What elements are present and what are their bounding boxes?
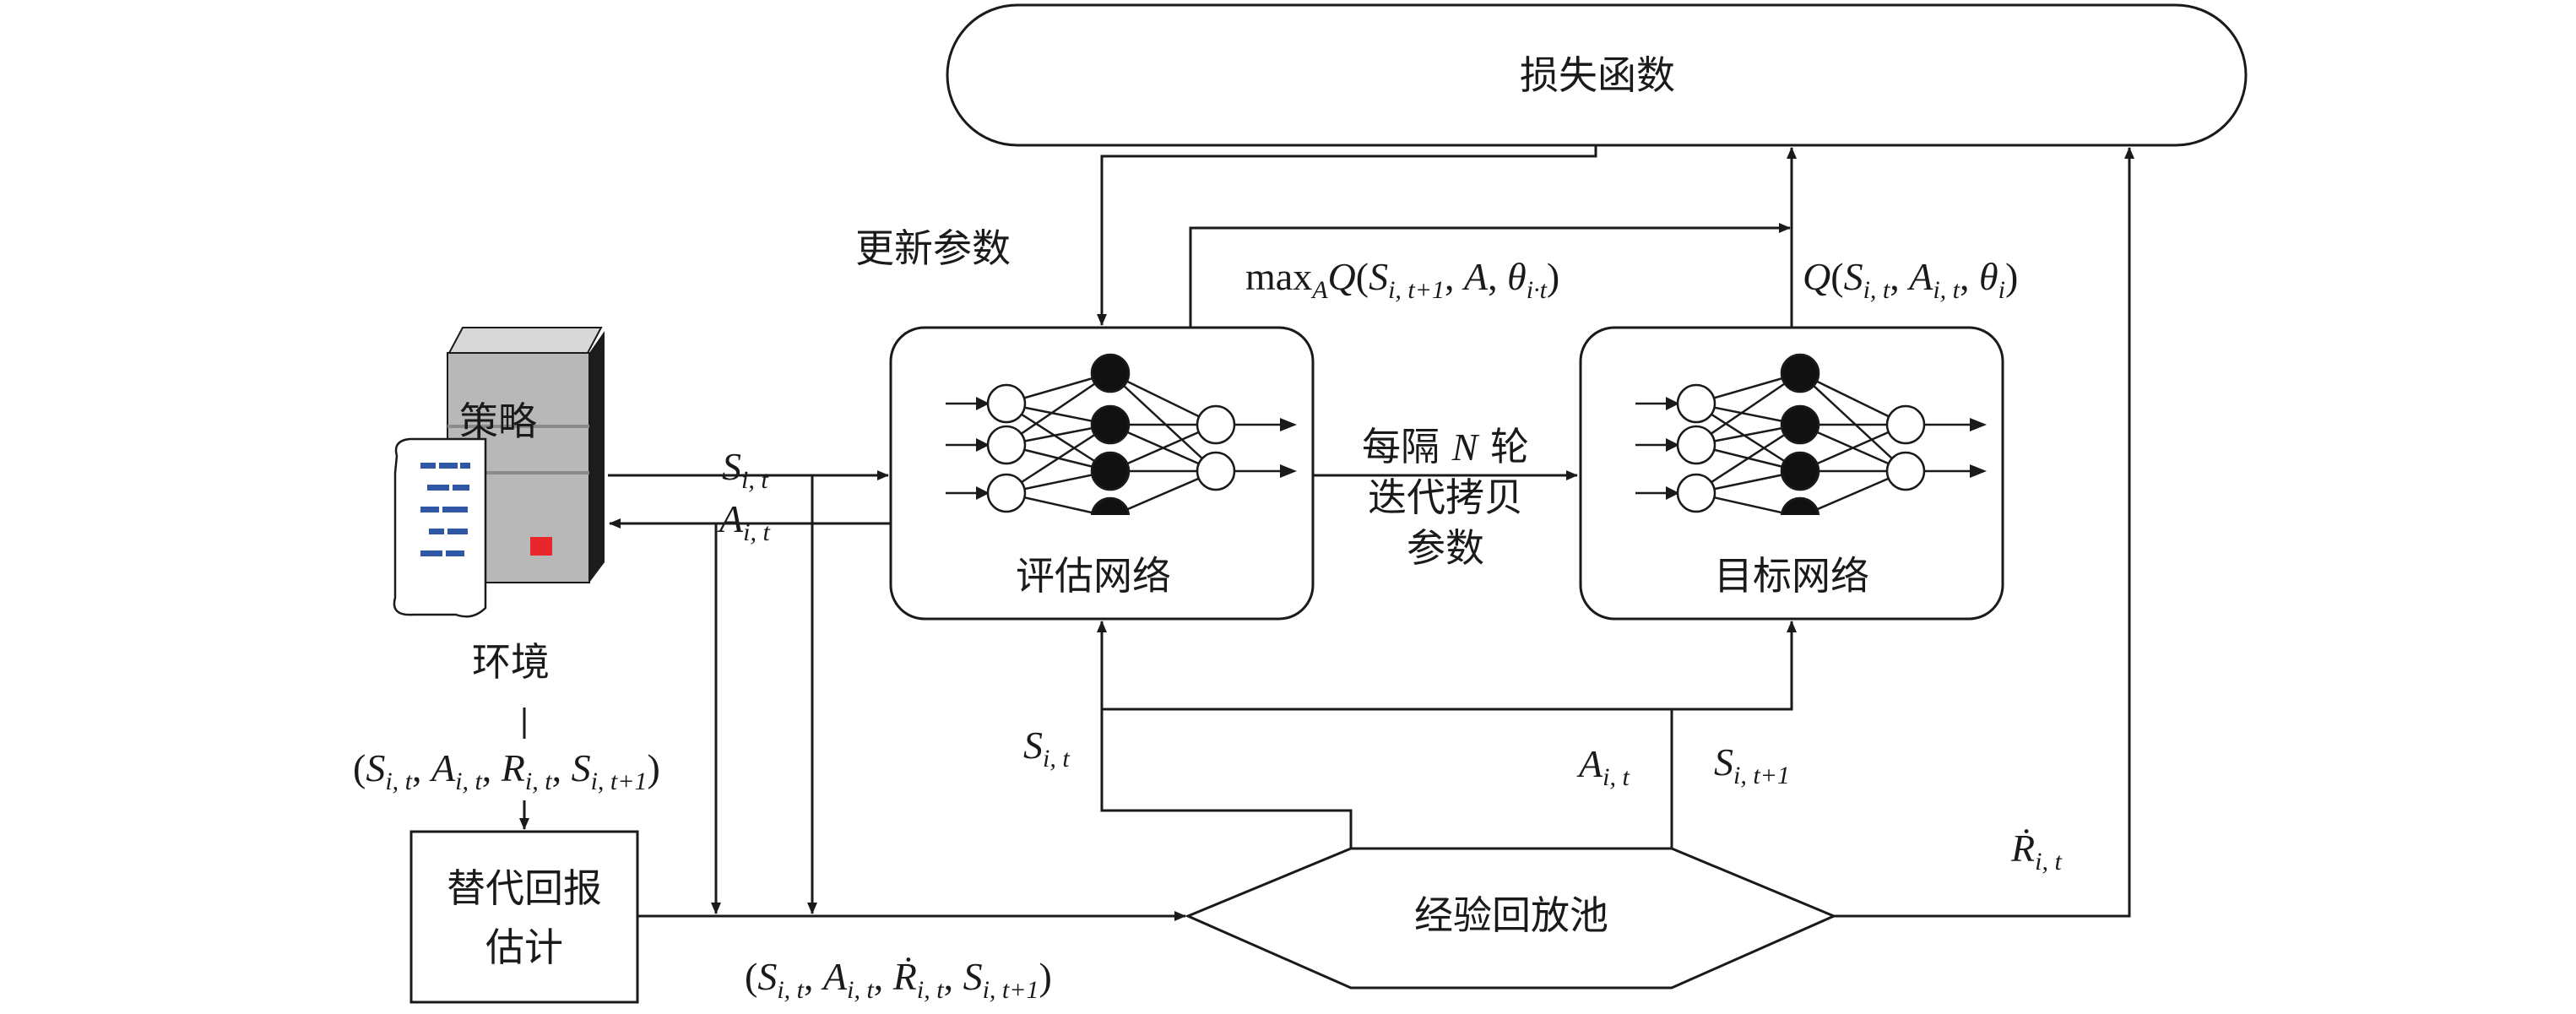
copy-params-line3: 参数 <box>1407 525 1484 571</box>
server-document-icon <box>393 327 605 618</box>
action-label-top: Ai, t <box>717 497 770 546</box>
pool-to-target-arrow <box>1102 621 1797 711</box>
reward-label: Ṙi, t <box>2010 827 2062 876</box>
update-params-label: 更新参数 <box>855 225 1011 271</box>
copy-params-line1: 每隔 N 轮 <box>1362 424 1529 469</box>
update-params-arrow <box>1097 145 1597 326</box>
environment-label: 环境 <box>472 639 550 685</box>
pool-to-eval-arrow <box>1097 621 1353 849</box>
replay-pool-label: 经验回放池 <box>1414 892 1608 938</box>
copy-params-line2: 迭代拷贝 <box>1368 474 1523 520</box>
pool-tuple-label: (Si, t, Ai, t, Ṙi, t, Si, t+1) <box>745 955 1052 1004</box>
target-network-label: 目标网络 <box>1714 553 1869 599</box>
surrogate-return-line2: 估计 <box>485 925 563 970</box>
q-value-label: Q(Si, t, Ai, t, θi) <box>1803 255 2018 304</box>
surrogate-return-line1: 替代回报 <box>447 865 602 911</box>
loss-function-label: 损失函数 <box>1520 52 1675 98</box>
surrogate-return-box <box>409 830 639 1004</box>
state-label-top: Si, t <box>722 445 768 494</box>
env-tuple-label: (Si, t, Ai, t, Ri, t, Si, t+1) <box>353 746 660 795</box>
max-q-label: maxAQ(Si, t+1, A, θi·t) <box>1245 255 1559 304</box>
eval-network-label: 评估网络 <box>1016 553 1171 599</box>
reward-to-loss-arrow <box>1834 147 2134 918</box>
state-label-mid: Si, t <box>1023 724 1070 773</box>
policy-label: 策略 <box>459 399 537 444</box>
max-q-arrow <box>1189 226 1788 328</box>
next-state-label: Si, t+1 <box>1714 740 1790 789</box>
action-label-mid: Ai, t <box>1576 742 1630 791</box>
